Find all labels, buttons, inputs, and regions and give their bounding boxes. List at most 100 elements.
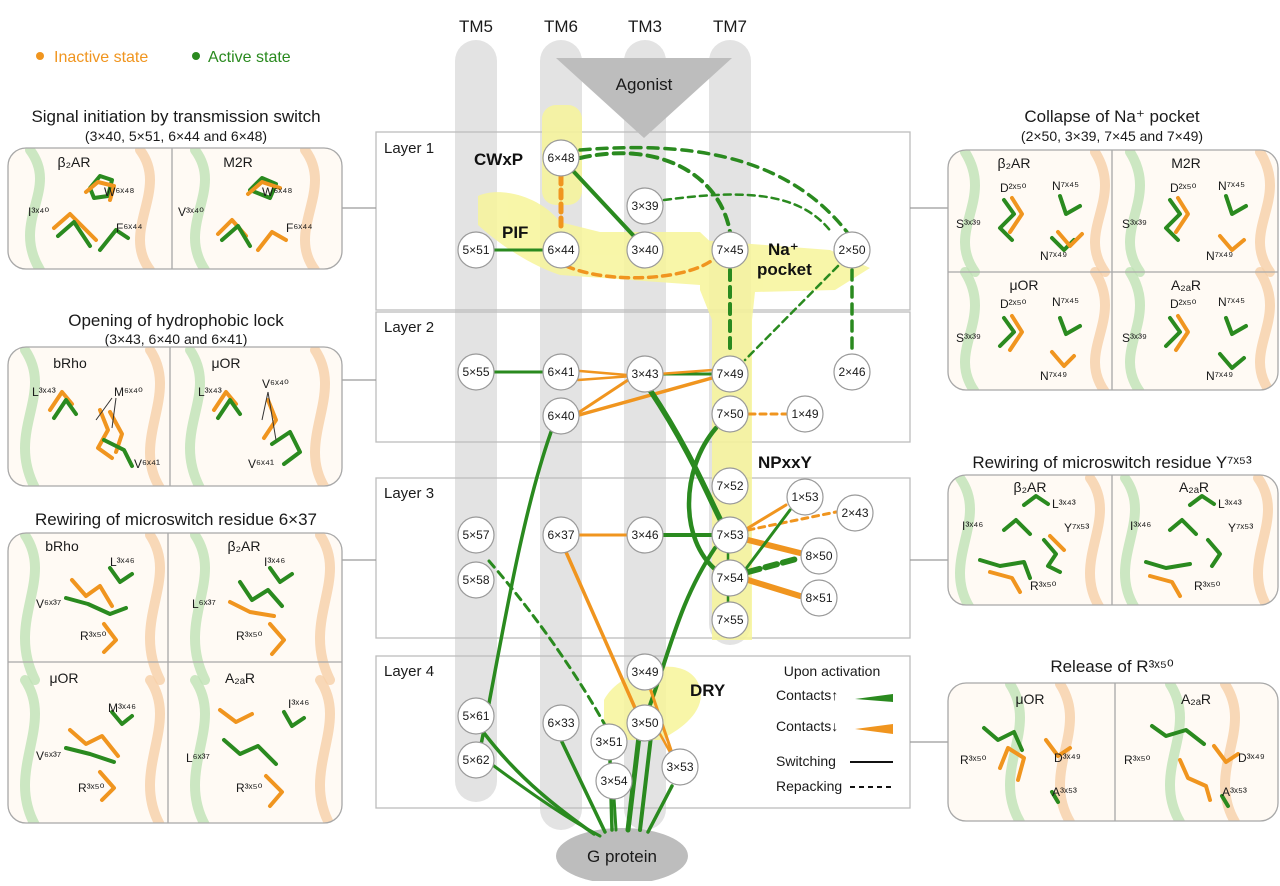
- residue-node-circle: [626, 231, 664, 269]
- residue-node-circle: [626, 187, 664, 225]
- residue-node-circle: [711, 355, 749, 393]
- residue-node-label: 7×49: [716, 367, 743, 381]
- residue-node-circle: [542, 516, 580, 554]
- residue-label: L³ˣ⁴⁶: [110, 555, 135, 569]
- residue-label: R³ˣ⁵⁰: [80, 629, 107, 643]
- edge-5x58-3x51: [487, 559, 607, 727]
- residue-node-label: 7×45: [716, 243, 743, 257]
- residue-node-circle: [626, 516, 664, 554]
- residue-node: 7×53: [711, 516, 749, 554]
- contacts-down-label: Contacts↓: [776, 718, 838, 734]
- inactive-dot: [36, 52, 44, 60]
- residue-node-circle: [595, 762, 633, 800]
- sidechains: [52, 174, 288, 252]
- residue-node-circle: [542, 231, 580, 269]
- panel-subtitle: (2×50, 3×39, 7×45 and 7×49): [1021, 128, 1203, 144]
- residue-node: 7×49: [711, 355, 749, 393]
- edge-6x44-7x45: [564, 256, 717, 280]
- residue-node-circle: [711, 559, 749, 597]
- residue-label: V⁶ˣ³⁷: [36, 597, 61, 611]
- pif-label: PIF: [502, 223, 528, 242]
- residue-label: L³ˣ⁴³: [198, 385, 222, 399]
- edge-7x54-8x50: [745, 555, 803, 575]
- residue-label: W⁶ˣ⁴⁸: [104, 185, 134, 199]
- residue-label: I³ˣ⁴⁰: [28, 205, 49, 219]
- residue-node: 1×53: [786, 478, 824, 516]
- residue-node: 6×33: [542, 704, 580, 742]
- panel-transmission-switch: Signal initiation by transmission switch…: [7, 107, 343, 270]
- residue-label: A³ˣ⁵³: [1052, 785, 1077, 799]
- residue-label: I³ˣ⁴⁶: [962, 519, 983, 533]
- residue-label: V⁶ˣ³⁷: [36, 749, 61, 763]
- activation-legend: Upon activation Contacts↑ Contacts↓ Swit…: [776, 663, 893, 794]
- residue-label: L³ˣ⁴³: [1218, 497, 1242, 511]
- residue-label: N⁷ˣ⁴⁹: [1206, 369, 1233, 383]
- cell-name: A₂ₐR: [1171, 277, 1201, 293]
- residue-node: 7×45: [711, 231, 749, 269]
- residue-node-label: 5×58: [462, 573, 489, 587]
- edge-3x43-7x53: [647, 387, 725, 526]
- residue-label: S³ˣ³⁹: [1122, 331, 1147, 345]
- cell-name: bRho: [45, 538, 79, 554]
- cell-name: μOR: [211, 355, 240, 371]
- residue-node-circle: [626, 653, 664, 691]
- residue-node-circle: [457, 741, 495, 779]
- cell-name: β₂AR: [998, 155, 1031, 171]
- edge-7x54-8x51: [745, 577, 803, 599]
- residue-node-label: 6×48: [547, 151, 574, 165]
- residue-node-label: 7×53: [716, 528, 743, 542]
- edge-2x50-7x49: [743, 264, 840, 362]
- residue-node-label: 8×51: [805, 591, 832, 605]
- residue-label: D³ˣ⁴⁹: [1054, 751, 1081, 765]
- layer-boxes: Layer 1 Layer 2 Layer 3 Layer 4: [375, 131, 911, 809]
- residue-label: M³ˣ⁴⁶: [108, 701, 136, 715]
- residue-node: 3×46: [626, 516, 664, 554]
- residue-label: Y⁷ˣ⁵³: [1064, 521, 1089, 535]
- dry-label: DRY: [690, 681, 726, 700]
- residue-node-label: 3×40: [631, 243, 658, 257]
- residue-node-circle: [626, 704, 664, 742]
- tm6-label: TM6: [544, 17, 578, 36]
- active-label: Active state: [208, 49, 291, 66]
- residue-label: F⁶ˣ⁴⁴: [286, 221, 313, 235]
- residue-node: 2×46: [833, 353, 871, 391]
- panel-title: Signal initiation by transmission switch: [31, 107, 320, 126]
- residue-node-label: 6×33: [547, 716, 574, 730]
- na-pocket-label-1: Na⁺: [768, 240, 799, 259]
- residue-node: 3×49: [626, 653, 664, 691]
- residue-label: R³ˣ⁵⁰: [236, 629, 263, 643]
- inactive-label: Inactive state: [54, 49, 148, 66]
- layer-1-label: Layer 1: [384, 140, 434, 157]
- residue-node: 5×57: [457, 516, 495, 554]
- residue-node-circle: [542, 353, 580, 391]
- residue-label: S³ˣ³⁹: [956, 331, 981, 345]
- residue-label: D²ˣ⁵⁰: [1000, 297, 1027, 311]
- tm5-label: TM5: [459, 17, 493, 36]
- edge-6x48-3x40: [559, 156, 647, 250]
- residue-node: 3×39: [626, 187, 664, 225]
- residue-node: 3×54: [595, 762, 633, 800]
- edge-5x62-g: [492, 764, 602, 838]
- residue-node: 7×50: [711, 395, 749, 433]
- residue-label: F⁶ˣ⁴⁴: [116, 221, 143, 235]
- residue-label: N⁷ˣ⁴⁹: [1040, 249, 1067, 263]
- residue-node: 7×54: [711, 559, 749, 597]
- panel-frame: [7, 147, 343, 270]
- residue-node-circle: [711, 516, 749, 554]
- panel-connectors: [342, 207, 948, 743]
- cell-name: M2R: [1171, 155, 1201, 171]
- residue-node: 5×55: [457, 353, 495, 391]
- residue-node-circle: [542, 704, 580, 742]
- residue-label: V⁶ˣ⁴¹: [134, 457, 160, 471]
- edge-7x50-7x54: [686, 425, 719, 573]
- residue-node: 7×52: [711, 467, 749, 505]
- panel-na-pocket: Collapse of Na⁺ pocket (2×50, 3×39, 7×45…: [947, 107, 1279, 391]
- layer-2-box: [375, 311, 911, 443]
- edge-6x40-3x43: [576, 378, 630, 415]
- residue-node: 7×55: [711, 601, 749, 639]
- na-pocket-label-2: pocket: [757, 260, 812, 279]
- residue-node-circle: [457, 697, 495, 735]
- cell-name: μOR: [1009, 277, 1038, 293]
- residue-node-label: 3×39: [631, 199, 658, 213]
